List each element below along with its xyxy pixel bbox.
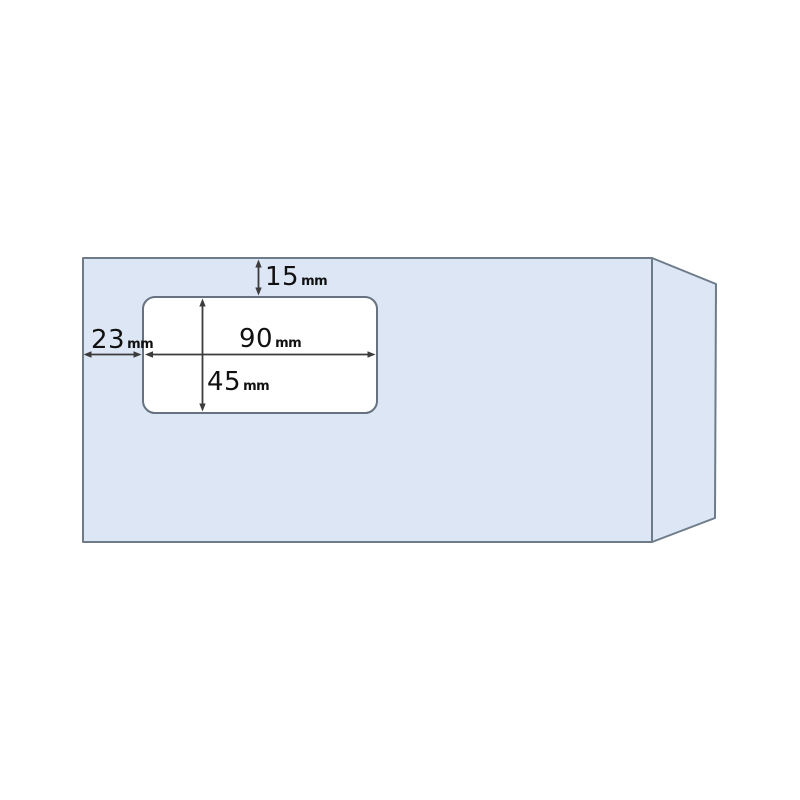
dimension-arrow-left-margin [83,351,142,358]
dimension-label-top-margin: 15 mm [265,262,328,292]
dimension-unit: mm [275,336,302,351]
dimension-unit: mm [301,274,328,289]
dimension-value: 90 [239,324,274,354]
dimension-label-window-height: 45 mm [207,367,270,397]
dimension-label-left-margin: 23 mm [91,325,154,355]
dimension-arrow-top-margin [255,259,262,296]
dimension-unit: mm [243,379,270,394]
dimension-arrow-window-width [145,351,376,358]
dimension-value: 23 [91,325,126,355]
dimension-value: 45 [207,367,242,397]
dimension-value: 15 [265,262,300,292]
dimension-arrow-window-height [199,298,206,412]
envelope-flap [651,257,717,543]
dimension-unit: mm [127,337,154,352]
dimension-label-window-width: 90 mm [239,324,302,354]
